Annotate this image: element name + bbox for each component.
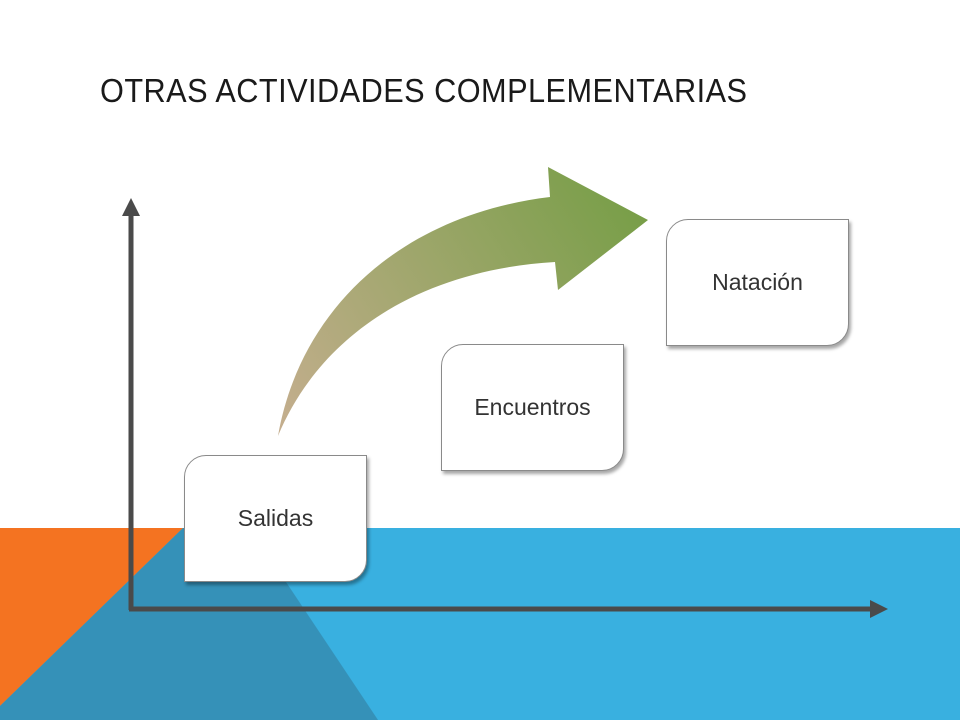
step-box-natacion: Natación	[666, 219, 849, 346]
dark-blue-triangle	[0, 528, 378, 720]
x-axis	[129, 600, 888, 618]
step-box-salidas: Salidas	[184, 455, 367, 582]
growth-arrow-icon	[278, 167, 648, 436]
step-box-encuentros: Encuentros	[441, 344, 624, 471]
step-label: Salidas	[237, 505, 314, 531]
step-label: Encuentros	[474, 394, 591, 420]
step-label: Natación	[712, 269, 803, 295]
y-axis	[122, 198, 140, 610]
slide-title: OTRAS ACTIVIDADES COMPLEMENTARIAS	[100, 72, 748, 109]
